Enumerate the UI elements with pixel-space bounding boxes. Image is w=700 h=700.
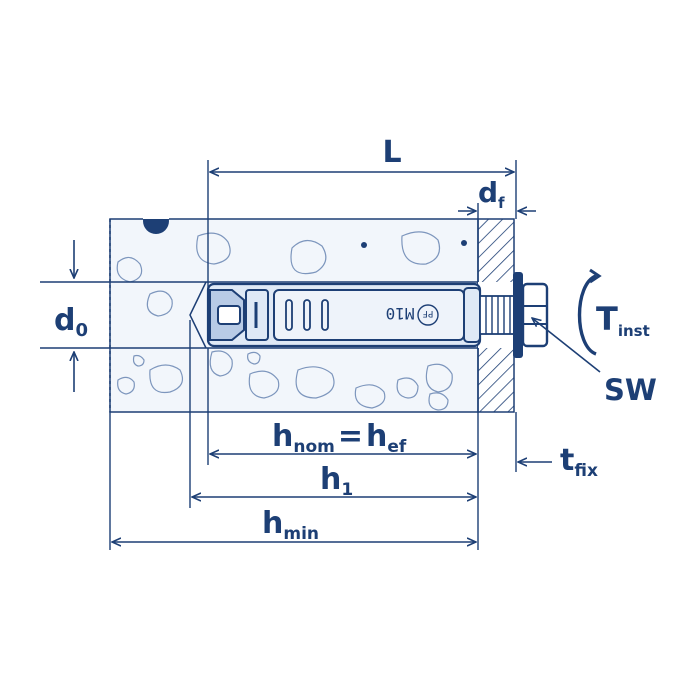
label-h1: h1: [320, 462, 353, 500]
label-h-nom-h-ef: hnom=hef: [272, 419, 407, 457]
drill-hole: [189, 281, 478, 349]
label-t-fix: tfix: [560, 443, 598, 481]
manufacturer-logo-text: PF: [423, 308, 434, 318]
anchor-size-marking: M10: [386, 304, 415, 323]
sw-leader: [532, 318, 601, 373]
expansion-anchor: M10 PF: [206, 272, 549, 358]
dimension-lines: [74, 172, 601, 542]
label-d-f: df: [478, 176, 505, 212]
label-t-inst: Tinst: [596, 300, 650, 340]
label-L: L: [382, 135, 401, 170]
aggregate-stones: [116, 231, 453, 411]
label-h-min: hmin: [262, 506, 319, 544]
label-d0: d0: [54, 303, 88, 341]
extension-lines: [40, 160, 517, 550]
torque-arrow-icon: [577, 268, 602, 356]
label-sw: SW: [604, 373, 657, 407]
manufacturer-logo: [417, 304, 439, 326]
